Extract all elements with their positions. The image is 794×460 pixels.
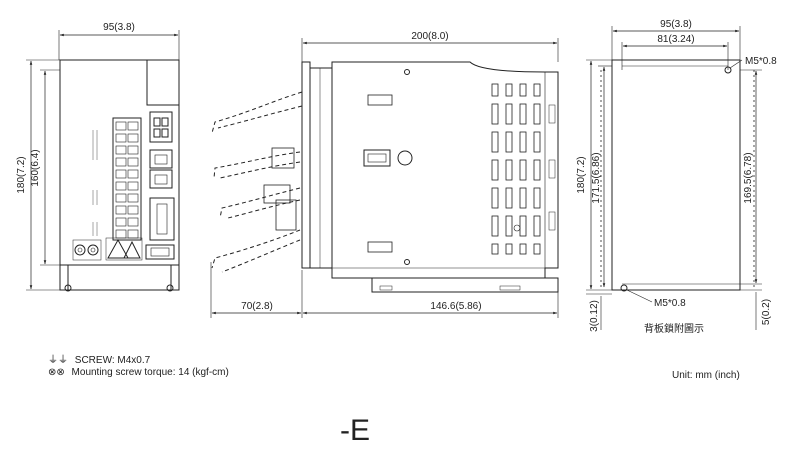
side-front-panel xyxy=(301,61,311,269)
ground-symbol-icon: ⏚⏚ xyxy=(48,355,68,366)
screw-spec: SCREW: M4x0.7 xyxy=(74,355,151,366)
warning-label-1 xyxy=(107,238,129,259)
side-vent-grid xyxy=(491,83,541,255)
io-connector xyxy=(149,197,175,241)
unit-note: Unit: mm (inch) xyxy=(672,370,740,381)
top-connector xyxy=(149,111,173,143)
terminal-block xyxy=(112,117,142,241)
warning-label-2 xyxy=(123,240,141,259)
front-height-inner-dim: 160(6.4) xyxy=(30,149,41,186)
torque-note-row: ⊗⊗ Mounting screw torque: 14 (kgf-cm) xyxy=(48,367,229,379)
mount-hole-top xyxy=(724,66,732,74)
figure-label: -E xyxy=(340,414,370,447)
front-view xyxy=(26,30,180,292)
side-knob xyxy=(397,150,413,166)
side-cables xyxy=(211,91,303,273)
notes-block: ⏚⏚ SCREW: M4x0.7 ⊗⊗ Mounting screw torqu… xyxy=(48,355,229,379)
bottom-connector xyxy=(145,244,175,260)
back-height-outer-dim: 180(7.2) xyxy=(576,156,587,193)
front-body xyxy=(59,59,180,291)
screw-note-row: ⏚⏚ SCREW: M4x0.7 xyxy=(48,355,229,367)
back-view xyxy=(586,26,762,330)
rj45-port-1 xyxy=(149,149,173,169)
screw-symbol-icon: ⊗⊗ xyxy=(48,367,65,378)
side-main-body xyxy=(331,61,559,279)
mount-hole-bottom xyxy=(620,284,628,292)
back-width-outer-dim: 95(3.8) xyxy=(660,19,692,30)
back-height-inner-dim: 171.5(6.86) xyxy=(591,152,602,203)
screw-top-label: M5*0.8 xyxy=(745,56,777,67)
side-depth-dim: 200(8.0) xyxy=(411,31,448,42)
ground-terminal-2 xyxy=(87,244,99,256)
back-bottom-left-dim: 3(0.12) xyxy=(589,300,600,332)
back-hole-pitch-dim: 169.5(6.78) xyxy=(743,152,754,203)
back-bottom-right-dim: 5(0.2) xyxy=(761,299,772,325)
side-view xyxy=(210,38,559,318)
ground-terminal-1 xyxy=(74,244,86,256)
torque-spec: Mounting screw torque: 14 (kgf-cm) xyxy=(71,367,229,378)
side-body-dim: 146.6(5.86) xyxy=(430,301,481,312)
front-height-outer-dim: 180(7.2) xyxy=(16,156,27,193)
screw-bottom-label: M5*0.8 xyxy=(654,298,686,309)
back-view-caption: 背板鎖附圖示 xyxy=(644,322,704,335)
rj45-port-2 xyxy=(149,169,173,189)
side-port xyxy=(363,149,391,167)
front-width-dim: 95(3.8) xyxy=(103,22,135,33)
back-plate xyxy=(611,59,741,291)
side-cable-dim: 70(2.8) xyxy=(241,301,273,312)
back-width-inner-dim: 81(3.24) xyxy=(657,34,694,45)
